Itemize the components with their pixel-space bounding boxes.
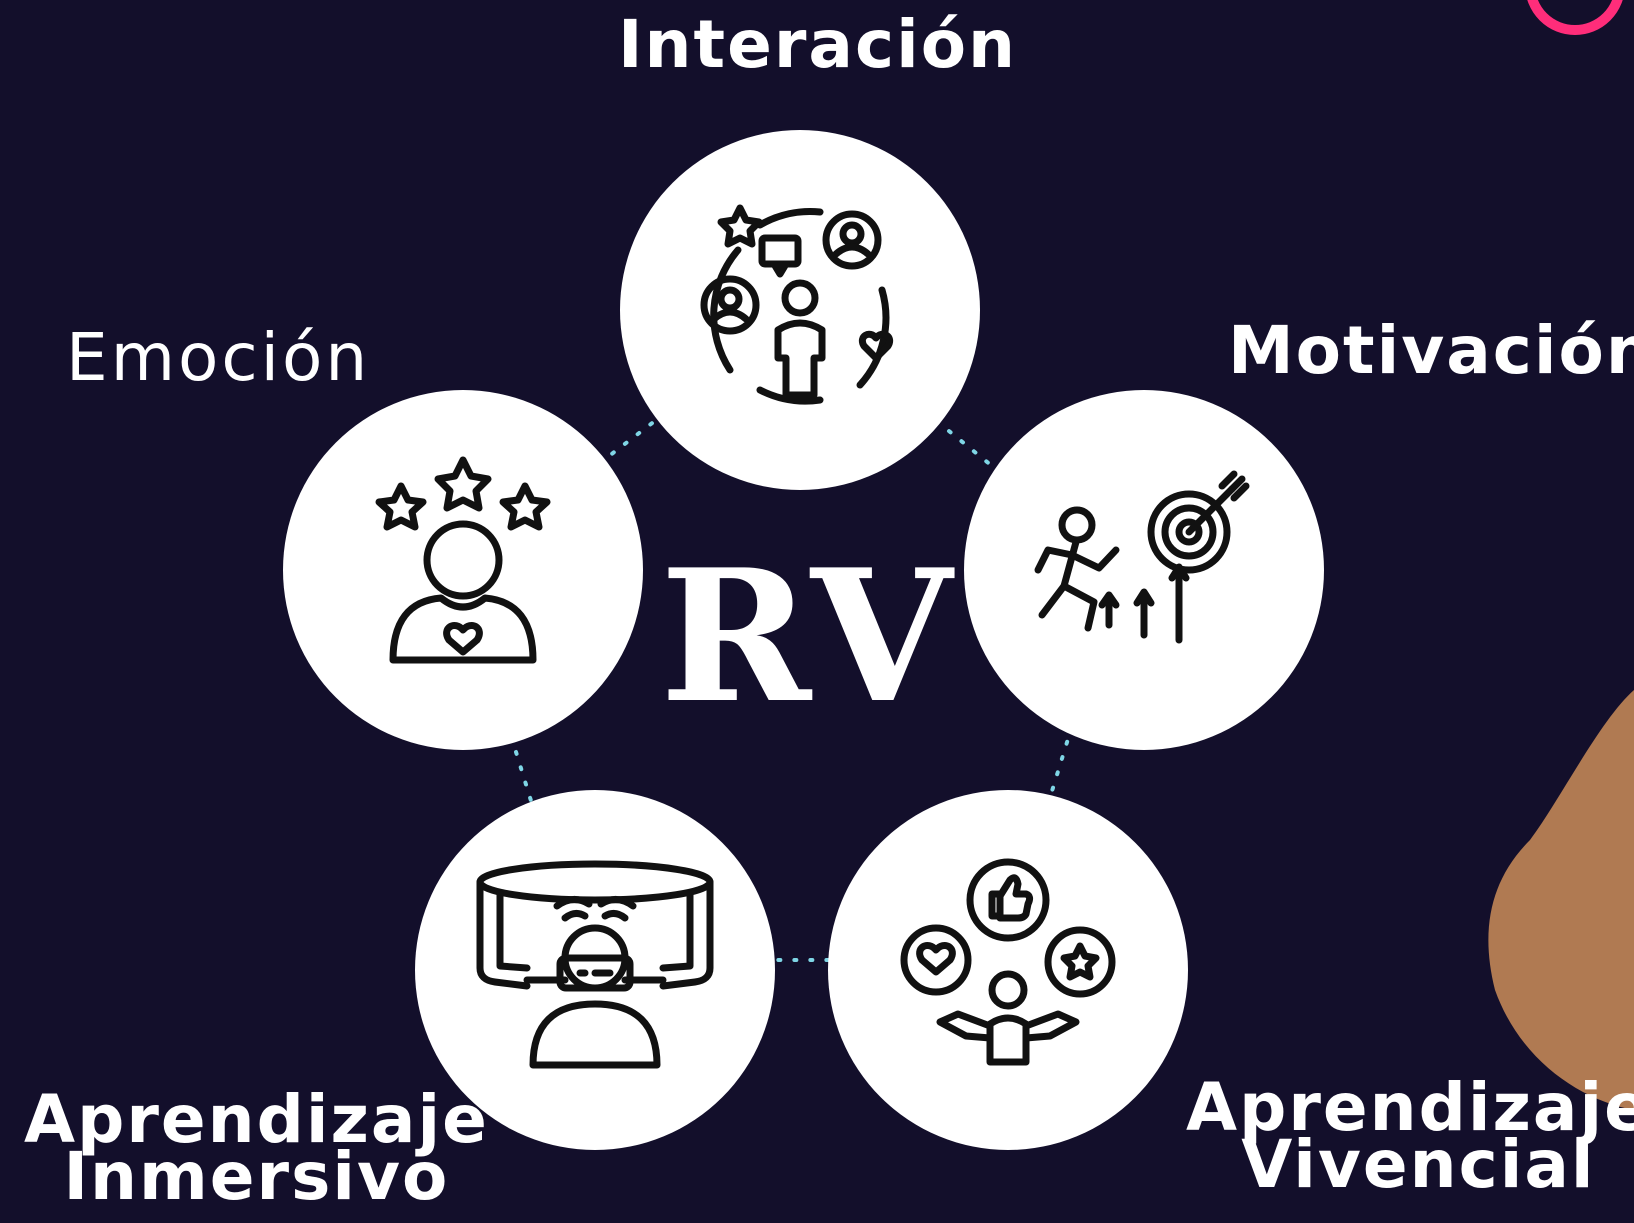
label-immersive-line2: Inmersivo (63, 1137, 450, 1215)
node-motivation (964, 390, 1324, 750)
label-emotion: Emoción (66, 319, 371, 396)
corner-accent-ring (1527, 0, 1623, 35)
label-experiential: Aprendizaje Vivencial (1186, 1069, 1634, 1203)
node-interaction (620, 130, 980, 490)
label-experiential-line1: Aprendizaje (1186, 1069, 1634, 1146)
person-stars-heart-icon (375, 456, 551, 664)
runner-target-icon (1034, 470, 1250, 644)
hand-silhouette (1488, 690, 1634, 1110)
vr-headset-user-icon (476, 860, 714, 1069)
label-immersive: Aprendizaje Inmersivo (24, 1081, 489, 1215)
label-motivation: Motivación (1228, 312, 1634, 389)
node-experiential (828, 790, 1188, 1150)
node-immersive (415, 790, 775, 1150)
label-immersive-line1: Aprendizaje (24, 1081, 489, 1158)
label-interaction: Interación (618, 6, 1018, 83)
interaction-network-icon (700, 204, 893, 405)
person-juggling-icons-icon (900, 858, 1116, 1066)
label-experiential-line2: Vivencial (1241, 1125, 1596, 1203)
node-emotion (283, 390, 643, 750)
center-label: RV (660, 529, 958, 743)
